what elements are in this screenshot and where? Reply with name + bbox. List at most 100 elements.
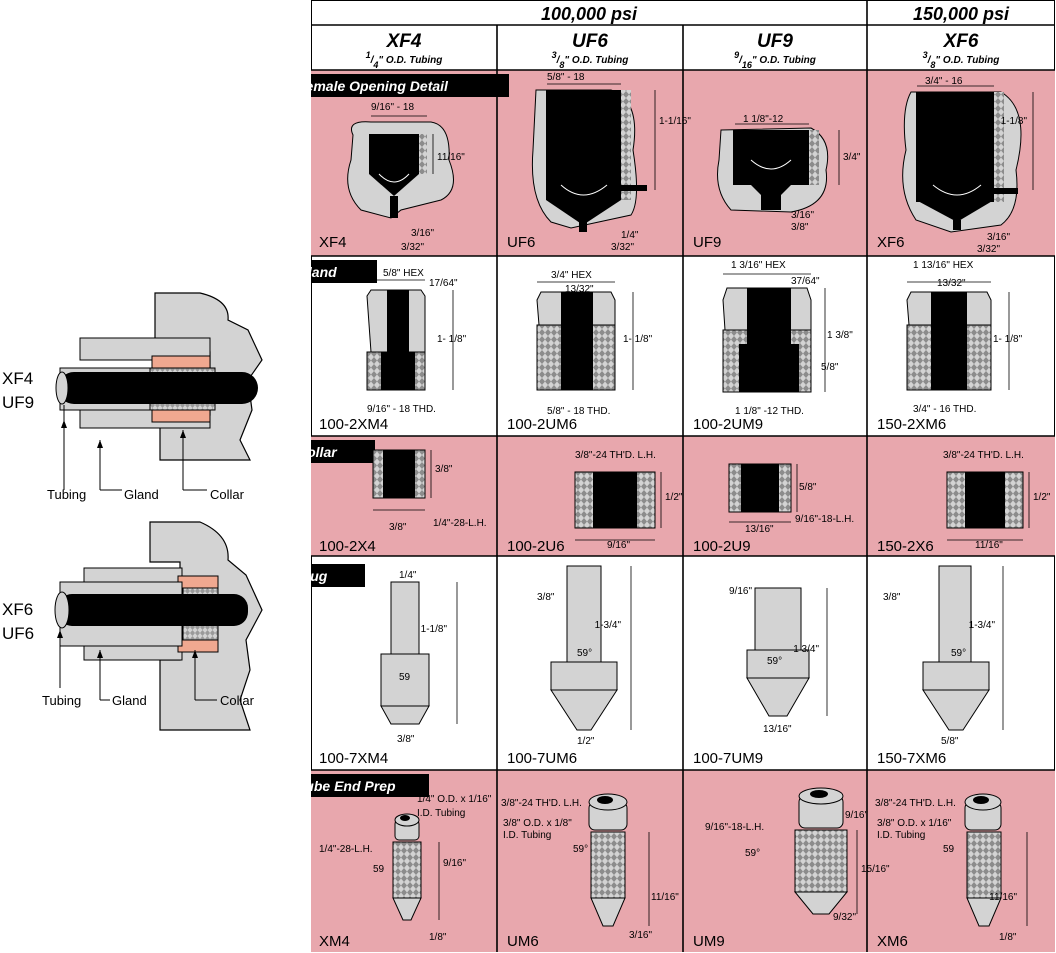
dimension-label: 3/8" [883,592,901,603]
dimension-label: 3/16" [411,228,434,239]
dimension-label: 3/8" [397,734,415,745]
gland-row [366,287,992,393]
section-bar-4 [311,774,429,797]
dimension-label: 1/4" [621,230,639,241]
column-subheader-2: 9/16" O.D. Tubing [734,50,816,70]
dimension-label: 1 1/8" -12 THD. [735,406,804,417]
dimension-label: 1/2" [665,492,683,503]
plug-row [380,565,990,731]
dimension-label: 11/16" [975,540,1003,551]
part-code-1-0: 100-2XM4 [319,416,388,433]
dimension-label: 3/32" [977,244,1000,255]
dimension-label: 3/8"-24 TH'D. L.H. [575,450,656,461]
dimension-label: 59 [943,844,955,855]
part-code-0-2: UF9 [693,234,721,251]
column-header-3: XF6 [943,31,979,52]
dimension-label: 9/16" [845,810,868,821]
dimension-label: 1/4" [399,570,417,581]
part-code-4-0: XM4 [319,933,350,950]
collar-xf6 [946,471,1024,529]
dimension-label: 37/64" [791,276,820,287]
gland-xf6 [906,291,992,391]
female-opening-xf6 [902,91,1022,233]
dimension-label: 1/4"-28-L.H. [319,844,373,855]
pressure-100-header: 100,000 psi [541,4,638,24]
section-bar-1 [311,260,377,283]
collar-uf9 [728,463,792,513]
part-code-4-3: XM6 [877,933,908,950]
tube-end-xm6 [964,793,1002,927]
dimension-label: 11/16" [989,892,1017,903]
column-subheader-1: 3/8" O.D. Tubing [552,50,629,70]
dimension-label: 1 3/16" HEX [731,260,786,271]
dimension-label: 1- 1/8" [993,334,1023,345]
dimension-label: 3/16" [629,930,652,941]
dimension-label: 3/8"-24 TH'D. L.H. [501,798,582,809]
dimension-label: 60 [949,160,961,171]
dimension-label: 5/8" HEX [383,268,424,279]
section-title-0: Female Opening Detail [311,78,449,94]
plug-uf9 [746,587,810,717]
dimension-label: 59° [577,648,592,659]
dimension-label: 11/16" [437,152,465,163]
assembly-drawings: XF4 UF9 Tubing Gland Collar XF6 UF6 Tubi… [2,292,263,731]
bottom-assembly-label-2: UF6 [2,624,34,643]
part-code-2-0: 100-2X4 [319,538,376,555]
section-title-1: Gland [311,264,337,280]
part-code-0-3: XF6 [877,234,905,251]
dimension-label: 1-1/16" [659,116,691,127]
top-callout-tubing: Tubing [47,487,86,502]
part-code-0-0: XF4 [319,234,347,251]
dimension-label: 5/8" - 18 THD. [547,406,610,417]
gland-uf6 [536,291,616,391]
dimension-label: 5/8" - 18 [547,72,585,83]
dimension-label: 60° [763,148,778,159]
top-assembly-label-1: XF4 [2,369,33,388]
dimension-label: 3/16" [791,210,814,221]
dimension-label: 1-3/4" [595,620,622,631]
dimension-label: 1/4" O.D. x 1/16" [417,794,492,805]
female-opening-uf6 [531,89,647,232]
dimension-label: 1-3/4" [969,620,996,631]
part-code-2-3: 150-2X6 [877,538,934,555]
dimension-label: 3/8" O.D. x 1/16" [877,818,952,829]
dimension-label: 1-1/8" [1001,116,1028,127]
dimension-label: 11/16" [651,892,679,903]
dimension-label: 5/8" [821,362,839,373]
dimension-label: 3/8" [537,592,555,603]
dimension-label: 59° [573,844,588,855]
dimension-label: 3/4" - 16 THD. [913,404,976,415]
column-subheader-3: 3/8" O.D. Tubing [923,50,1000,70]
gland-xf4 [366,289,426,391]
dimension-label: 59° [951,648,966,659]
dimension-label: 5/8" [941,736,959,747]
female-opening-xf4 [347,121,454,219]
bottom-callout-gland: Gland [112,693,147,708]
dimension-label: 60° [575,157,590,168]
dimension-label: 3/8"-24 TH'D. L.H. [875,798,956,809]
dimension-label: 1 3/4" [793,644,819,655]
top-callout-collar: Collar [210,487,245,502]
dimension-label: 59° [745,848,760,859]
part-code-3-2: 100-7UM9 [693,750,763,767]
dimension-label: 9/32" [833,912,856,923]
part-code-2-1: 100-2U6 [507,538,565,555]
dimension-label: 59 [399,672,411,683]
part-code-3-1: 100-7UM6 [507,750,577,767]
tube-end-row [392,787,1002,927]
dimension-label: 1 13/16" HEX [913,260,974,271]
section-bar-2 [311,440,375,463]
dimension-label: 1/2" [577,736,595,747]
plug-xf6 [922,565,990,731]
assembly-xf6-uf6: XF6 UF6 Tubing Gland Collar [2,521,263,731]
dimension-label: 3/8" [791,222,809,233]
section-bar-0 [311,74,509,97]
dimension-label: 13/32" [937,278,966,289]
dimension-label: 17/64" [429,278,458,289]
dimension-label: I.D. Tubing [877,830,925,841]
dimension-label: 1- 1/8" [623,334,653,345]
top-assembly-label-2: UF9 [2,393,34,412]
collar-uf6 [574,471,656,529]
dimension-label: 1/2" [1033,492,1051,503]
